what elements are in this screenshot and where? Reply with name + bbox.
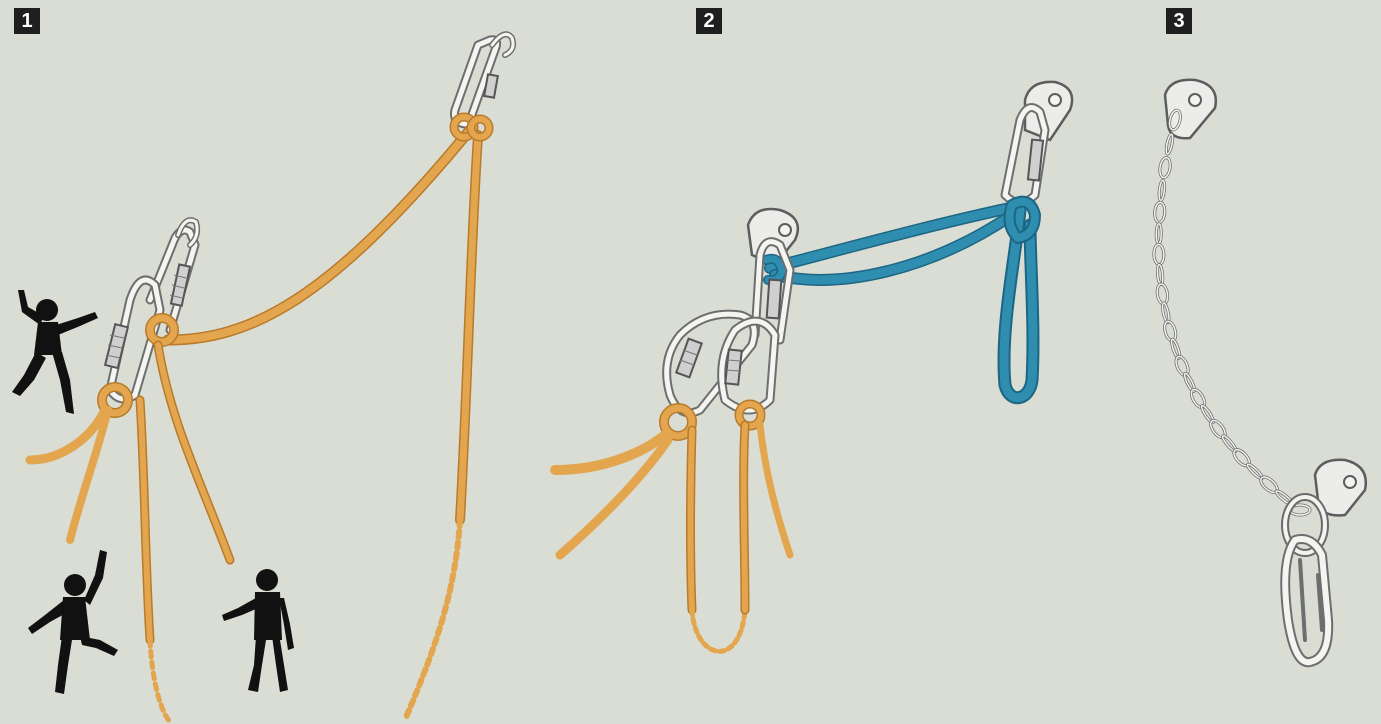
panel-2 [555, 82, 1072, 652]
chain-icon [1153, 109, 1310, 515]
chain-link-highlight [1156, 283, 1169, 304]
climber-icon [28, 550, 118, 694]
sling-icon [766, 202, 1035, 398]
carabiner-icon [722, 321, 775, 410]
climber-icon [12, 290, 98, 414]
panel-3 [1153, 80, 1365, 662]
chain-link-highlight [1156, 224, 1161, 244]
chain-link-highlight [1165, 134, 1174, 155]
carabiner-icon [1285, 539, 1328, 662]
carabiner-icon [454, 34, 513, 124]
chain-link-highlight [1159, 157, 1172, 178]
climber-icon [222, 569, 294, 692]
panel-1 [12, 34, 513, 722]
